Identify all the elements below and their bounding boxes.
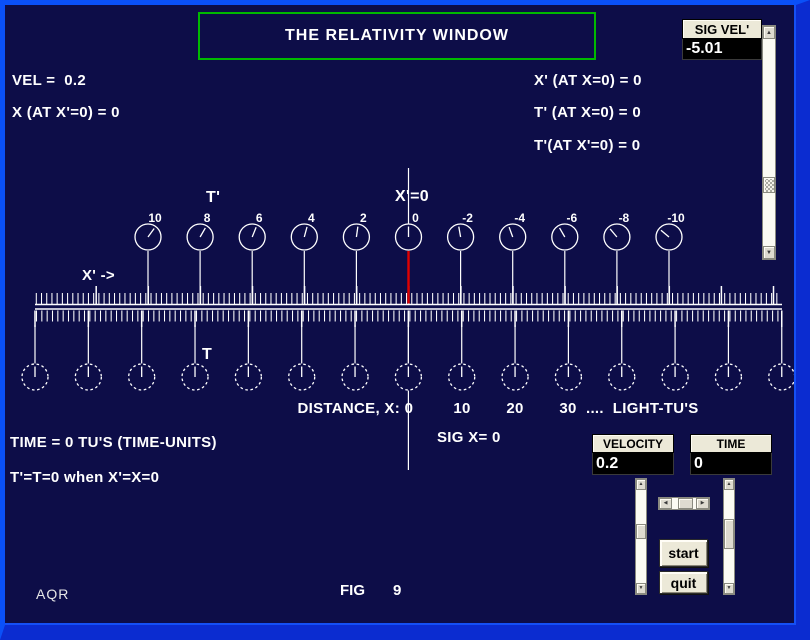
sig-vel-scrollbar[interactable]: ▲ ▼	[762, 25, 776, 260]
figure-number: 9	[393, 582, 402, 599]
distance-tick-0: 0	[404, 400, 414, 417]
tprime-clock-label: -8	[619, 211, 630, 225]
distance-tick-20: 20	[506, 400, 524, 417]
t-clock-0	[21, 325, 49, 391]
tprime-clock-4: 4	[290, 211, 318, 304]
title-box: THE RELATIVITY WINDOW	[198, 12, 596, 60]
t-clock-4	[234, 325, 263, 391]
distance-suffix: .... LIGHT-TU'S	[586, 400, 699, 417]
tprime-clock-label: 4	[308, 211, 315, 225]
x-at-xprime0-readout: X (AT X'=0) = 0	[12, 104, 120, 121]
arrow-down-icon: ▼	[638, 585, 644, 591]
start-button[interactable]: start	[659, 539, 708, 567]
arrow-left-icon: ◀	[663, 500, 668, 506]
distance-tick-10: 10	[453, 400, 471, 417]
velocity-value: 0.2	[592, 453, 674, 475]
page-title: THE RELATIVITY WINDOW	[285, 27, 509, 44]
t-clock-2	[128, 325, 156, 391]
tprime-at-x0-readout: T' (AT X=0) = 0	[534, 104, 641, 121]
tprime-clock-label: 10	[148, 211, 162, 225]
scroll-up-button[interactable]: ▲	[763, 26, 775, 39]
arrow-up-icon: ▲	[726, 481, 732, 487]
tprime-axis-label: T'	[206, 189, 221, 206]
t-clock-8	[448, 325, 476, 391]
sig-vel-value: -5.01	[682, 39, 762, 60]
sync-note: T'=T=0 when X'=X=0	[10, 469, 160, 486]
t-clock-13	[714, 325, 743, 391]
xprime0-label: X'=0	[395, 188, 429, 205]
figure-caption: FIG 9	[340, 582, 401, 599]
sig-vel-label: SIG VEL'	[682, 19, 762, 39]
time-panel: TIME 0	[690, 434, 772, 475]
velocity-scrollbar-thumb[interactable]	[636, 524, 646, 539]
tprime-clock--8: -8	[603, 211, 631, 304]
tprime-clock--10: -10	[655, 211, 685, 304]
tprime-clock-label: 0	[412, 211, 419, 225]
x-ruler	[34, 308, 783, 327]
tprime-clock-10: 10	[134, 211, 162, 304]
arrow-up-icon: ▲	[638, 481, 644, 487]
figure-label: FIG	[340, 582, 365, 599]
sig-x-readout: SIG X= 0	[437, 429, 501, 446]
tprime-clock-label: -10	[667, 211, 685, 225]
arrow-right-icon: ▶	[700, 500, 705, 506]
arrow-up-icon: ▲	[766, 29, 772, 36]
time-scrollbar[interactable]: ▲ ▼	[723, 478, 735, 595]
distance-prefix: DISTANCE, X:	[297, 400, 400, 417]
time-note: TIME = 0 TU'S (TIME-UNITS)	[10, 434, 217, 451]
velocity-label: VELOCITY	[592, 434, 674, 453]
time-scrollbar-thumb[interactable]	[724, 519, 734, 549]
time-scroll-down-button[interactable]: ▼	[724, 583, 734, 594]
time-value: 0	[690, 453, 772, 475]
tprime-clock-label: 8	[204, 211, 211, 225]
tprime-clock--6: -6	[551, 211, 579, 304]
tprime-clock-6: 6	[238, 211, 266, 304]
scroll-down-button[interactable]: ▼	[763, 246, 775, 259]
tprime-clock-label: -4	[514, 211, 525, 225]
time-scroll-up-button[interactable]: ▲	[724, 479, 734, 490]
t-clock-5	[288, 325, 316, 391]
quit-button[interactable]: quit	[659, 571, 708, 594]
horizontal-scrollbar[interactable]: ◀ ▶	[658, 497, 710, 510]
tprime-clock-8: 8	[186, 211, 214, 304]
credit-text: AQR	[36, 586, 70, 602]
arrow-down-icon: ▼	[766, 249, 772, 256]
t-clock-3	[181, 325, 209, 391]
t-clock-7	[394, 325, 423, 391]
scrollbar-thumb[interactable]	[763, 177, 775, 193]
velocity-scroll-down-button[interactable]: ▼	[636, 583, 646, 594]
t-clock-14	[768, 325, 796, 391]
scroll-left-button[interactable]: ◀	[659, 498, 672, 509]
xprime-at-x0-readout: X' (AT X=0) = 0	[534, 72, 642, 89]
t-axis-label: T	[202, 346, 213, 363]
tprime-clock--2: -2	[446, 211, 475, 304]
tprime-clock-label: -6	[566, 211, 577, 225]
sig-vel-panel: SIG VEL' -5.01	[682, 19, 762, 60]
vel-readout: VEL = 0.2	[12, 72, 87, 89]
scroll-right-button[interactable]: ▶	[696, 498, 709, 509]
t-clock-1	[74, 325, 102, 391]
arrow-down-icon: ▼	[726, 585, 732, 591]
tprime-clock-0: 0	[394, 211, 423, 304]
distance-tick-30: 30	[559, 400, 577, 417]
horizontal-scrollbar-thumb[interactable]	[678, 498, 693, 509]
xprime-arrow-label: X' ->	[82, 267, 115, 284]
t-clock-10	[554, 325, 583, 391]
t-clock-9	[501, 325, 529, 391]
time-label: TIME	[690, 434, 772, 453]
velocity-scrollbar[interactable]: ▲ ▼	[635, 478, 647, 595]
velocity-panel: VELOCITY 0.2	[592, 434, 674, 475]
tprime-clock-label: 2	[360, 211, 367, 225]
velocity-scroll-up-button[interactable]: ▲	[636, 479, 646, 490]
t-clock-12	[661, 325, 689, 391]
tprime-clock-label: 6	[256, 211, 263, 225]
tprime-clock--4: -4	[499, 211, 527, 304]
tprime-clock-2: 2	[342, 211, 371, 304]
t-clock-11	[608, 325, 636, 391]
tprime-clock-label: -2	[462, 211, 473, 225]
tprime-at-xprime0-readout: T'(AT X'=0) = 0	[534, 137, 641, 154]
t-clock-6	[341, 325, 369, 391]
